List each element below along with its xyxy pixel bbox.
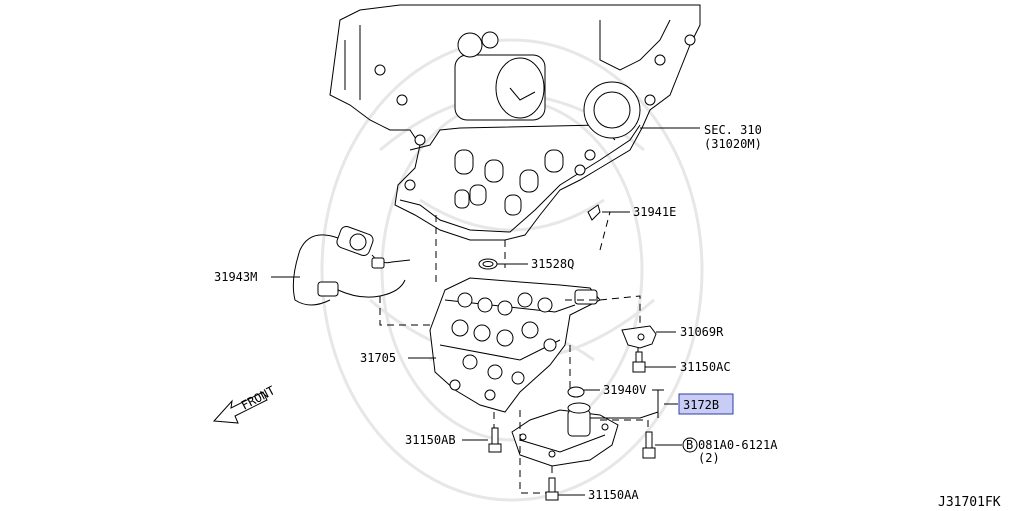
label-31943M: 31943M (214, 270, 257, 284)
label-31528Q: 31528Q (531, 257, 574, 271)
part-31528Q-oring (478, 258, 528, 270)
label-31150AA: 31150AA (588, 488, 639, 502)
bolt-circle-icon (682, 437, 698, 453)
drawing-id: J31701FK (938, 495, 1001, 510)
part-31150AB-bolt (462, 427, 502, 453)
front-direction-arrow (212, 391, 268, 424)
part-31943M-harness (271, 226, 411, 306)
part-081A0-6121A-bolt (642, 431, 682, 459)
group-bracket-3172B (652, 389, 678, 418)
label-sec-310: SEC. 310 (704, 123, 762, 137)
label-bolt-qty: (2) (698, 451, 720, 465)
label-31020M: (31020M) (704, 137, 762, 151)
front-label: FRONT (239, 383, 277, 412)
part-31150AC-bolt (632, 351, 676, 373)
label-31941E: 31941E (633, 205, 676, 219)
label-31705: 31705 (360, 351, 396, 365)
label-31150AB: 31150AB (405, 433, 456, 447)
part-31941E-clip (587, 204, 630, 221)
label-31069R: 31069R (680, 325, 724, 339)
label-31150AC: 31150AC (680, 360, 731, 374)
assembly-guide-lines (379, 211, 649, 494)
label-31940V: 31940V (603, 383, 646, 397)
highlight-box-3172B[interactable] (678, 393, 734, 415)
part-31705-control-valve (408, 277, 601, 413)
label-081A0-6121A: 081A0-6121A (698, 438, 778, 452)
transmission-case (329, 4, 701, 241)
oil-strainer (511, 402, 659, 467)
label-3172B[interactable]: 3172B (683, 398, 719, 412)
part-31150AA-bolt (545, 477, 585, 501)
label-bolt-circle: B (686, 438, 693, 452)
part-31940V-oring (567, 386, 600, 398)
part-31069R-bracket (621, 325, 676, 349)
